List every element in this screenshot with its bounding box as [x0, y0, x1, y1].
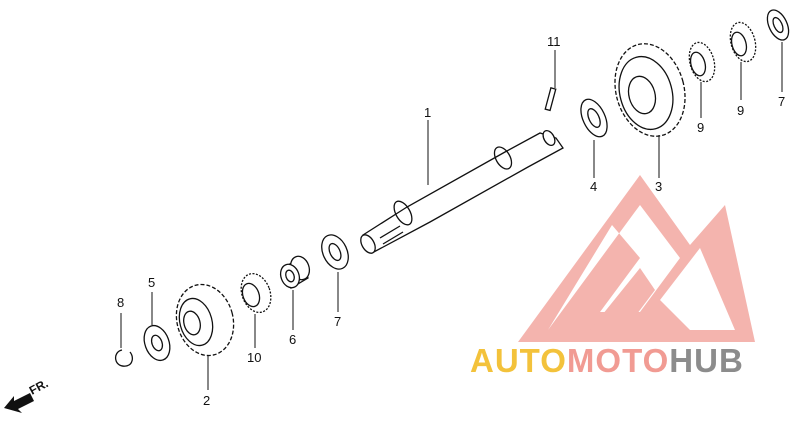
- part-2-gear: [175, 283, 235, 357]
- part-9-bearing-b: [729, 21, 757, 63]
- part-5-washer: [143, 324, 171, 362]
- callout-1: 1: [424, 105, 431, 120]
- watermark-logo: [518, 175, 755, 342]
- callout-7-top-right: 7: [778, 94, 785, 109]
- callout-8: 8: [117, 295, 124, 310]
- part-10-bearing: [240, 272, 272, 314]
- part-6-collar: [279, 255, 311, 289]
- part-7-washer-a: [766, 9, 790, 41]
- brand-word-moto: MOTO: [567, 342, 669, 379]
- part-3-gear: [614, 43, 686, 137]
- direction-arrow-icon: [4, 393, 34, 413]
- watermark-brand: AUTOMOTOHUB: [470, 342, 744, 379]
- leader-lines: [120, 42, 783, 390]
- brand-word-hub: HUB: [669, 342, 744, 379]
- callout-9-left: 9: [697, 120, 704, 135]
- part-7-washer-b: [321, 234, 349, 270]
- callout-9-right: 9: [737, 103, 744, 118]
- callout-5: 5: [148, 275, 155, 290]
- part-9-bearing-a: [688, 41, 716, 83]
- part-1-shaft: [360, 129, 564, 254]
- callout-4: 4: [590, 179, 597, 194]
- front-direction-indicator: FR.: [4, 376, 50, 413]
- callout-7-center: 7: [334, 314, 341, 329]
- part-11-pin: [544, 87, 557, 112]
- part-8-circlip: [115, 349, 133, 367]
- callout-2: 2: [203, 393, 210, 408]
- callout-10: 10: [247, 350, 261, 365]
- part-4-washer: [580, 98, 608, 138]
- callout-11: 11: [547, 34, 561, 49]
- callout-6: 6: [289, 332, 296, 347]
- callout-3: 3: [655, 179, 662, 194]
- brand-word-auto: AUTO: [470, 342, 567, 379]
